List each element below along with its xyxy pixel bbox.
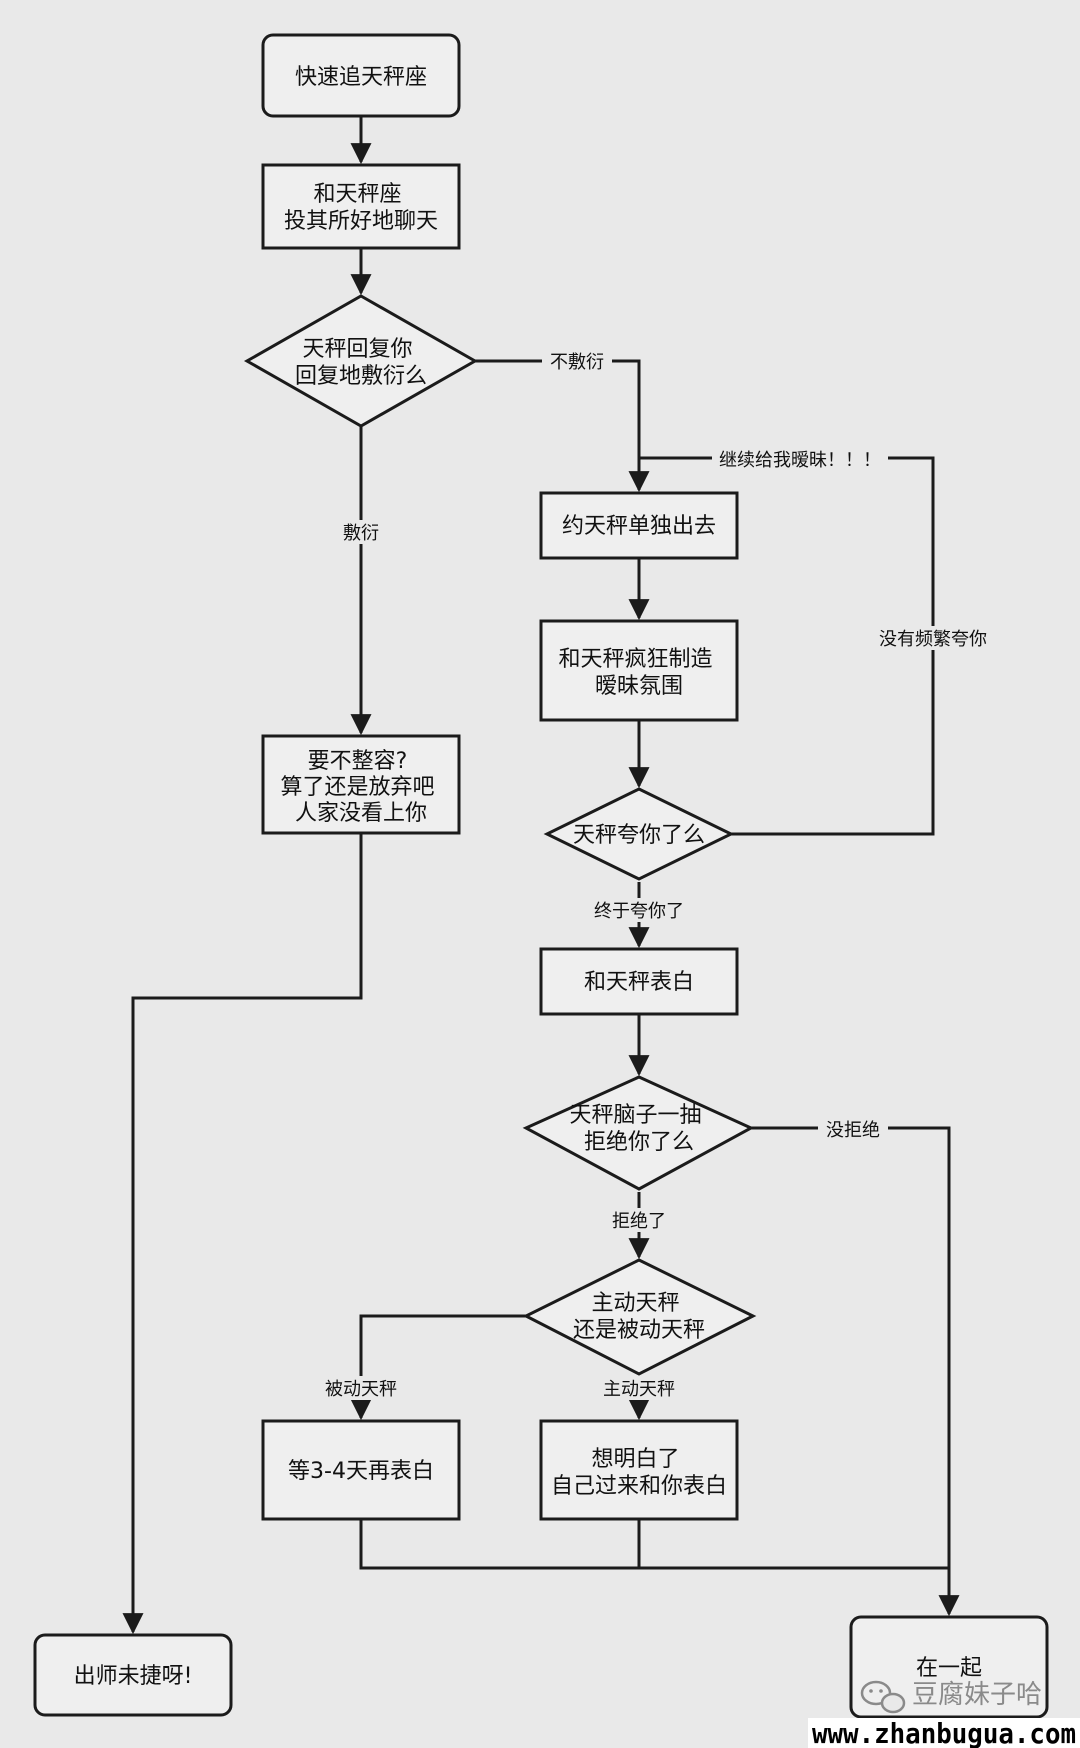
node-fail: 出师未捷呀! — [33, 1633, 233, 1717]
node-giveup-line-3: 人家没看上你 — [295, 801, 427, 826]
svg-text:约天秤单独出去: 约天秤单独出去 — [562, 514, 716, 539]
node-date-line-1: 约天秤单独出去 — [562, 514, 716, 539]
node-think-line-2: 自己过来和你表白 — [551, 1474, 727, 1499]
node-praise: 天秤夸你了么 — [543, 787, 735, 881]
node-type-line-2: 还是被动天秤 — [573, 1318, 705, 1343]
edge-labels: 不敷衍 敷衍 继续给我暧昧！！！ 没有频繁夸你 终于夸你了 没拒绝 拒绝了 被动… — [318, 349, 996, 1400]
node-reject-line-2: 拒绝你了么 — [584, 1130, 694, 1155]
node-reply-line-2: 回复地敷衍么 — [295, 364, 427, 389]
node-reply-line-1: 天秤回复你 — [302, 337, 412, 362]
node-together-line-1: 在一起 — [916, 1656, 982, 1681]
label-rejected: 拒绝了 — [612, 1211, 666, 1232]
svg-text:天秤夸你了么: 天秤夸你了么 — [573, 823, 705, 848]
svg-text:和天秤疯狂制造 暧昧氛围: 和天秤疯狂制造 暧昧氛围 — [558, 647, 719, 699]
edge-wait-together — [359, 1519, 949, 1570]
node-reject-line-1: 天秤脑子一抽 — [569, 1103, 701, 1128]
node-reject: 天秤脑子一抽 拒绝你了么 — [522, 1075, 755, 1191]
svg-text:要不整容? 算了还是放弃吧 人家没看: 要不整容? 算了还是放弃吧 人家没看上你 — [280, 749, 441, 826]
svg-text:和天秤表白: 和天秤表白 — [584, 970, 694, 995]
node-chat-line-1: 和天秤座 — [313, 182, 401, 207]
label-not-perfunctory: 不敷衍 — [550, 352, 604, 373]
node-wait-line-1: 等3-4天再表白 — [288, 1459, 434, 1484]
label-passive: 被动天秤 — [325, 1379, 397, 1400]
svg-text:出师未捷呀!: 出师未捷呀! — [74, 1664, 193, 1689]
node-giveup-line-2: 算了还是放弃吧 — [280, 775, 434, 800]
label-perfunctory: 敷衍 — [343, 523, 379, 544]
node-chat: 和天秤座 投其所好地聊天 — [261, 163, 461, 250]
node-giveup-line-1: 要不整容? — [308, 749, 408, 774]
watermark: 豆腐妹子哈 — [860, 1680, 1042, 1714]
svg-text:在一起: 在一起 — [916, 1656, 982, 1681]
label-no-praise: 没有频繁夸你 — [879, 629, 987, 650]
node-wait: 等3-4天再表白 — [261, 1419, 461, 1521]
node-start: 快速追天秤座 — [261, 33, 461, 118]
svg-text:快速追天秤座: 快速追天秤座 — [295, 65, 427, 90]
node-think: 想明白了 自己过来和你表白 — [539, 1419, 739, 1521]
node-confess: 和天秤表白 — [539, 947, 739, 1016]
node-type: 主动天秤 还是被动天秤 — [522, 1258, 757, 1376]
node-ambiguous-line-1: 和天秤疯狂制造 — [558, 647, 712, 672]
svg-text:天秤回复你 回复地敷衍么: 天秤回复你 回复地敷衍么 — [295, 337, 427, 389]
label-praised: 终于夸你了 — [594, 901, 684, 922]
label-not-rejected: 没拒绝 — [826, 1120, 880, 1141]
node-type-line-1: 主动天秤 — [591, 1291, 679, 1316]
connectors — [122, 116, 960, 1635]
node-chat-line-2: 投其所好地聊天 — [284, 209, 438, 234]
node-ambiguous-line-2: 暧昧氛围 — [595, 674, 683, 699]
node-think-line-1: 想明白了 — [591, 1447, 679, 1472]
node-reply: 天秤回复你 回复地敷衍么 — [243, 294, 479, 428]
svg-text:等3-4天再表白: 等3-4天再表白 — [288, 1459, 434, 1484]
node-fail-line-1: 出师未捷呀! — [74, 1664, 193, 1689]
svg-text:和天秤座 投其所好地聊天: 和天秤座 投其所好地聊天 — [284, 182, 438, 234]
edge-type-wait — [350, 1314, 526, 1421]
watermark-text: 豆腐妹子哈 — [912, 1680, 1042, 1710]
svg-text:天秤脑子一抽 拒绝你了么: 天秤脑子一抽 拒绝你了么 — [569, 1103, 708, 1155]
footer-url-bar: www.zhanbugua.com — [808, 1717, 1080, 1748]
edge-reply-date — [475, 359, 650, 493]
node-start-line-1: 快速追天秤座 — [295, 65, 427, 90]
node-giveup: 要不整容? 算了还是放弃吧 人家没看上你 — [261, 734, 461, 835]
edge-reject-together — [751, 1126, 960, 1617]
edge-giveup-fail — [122, 833, 363, 1635]
node-ambiguous: 和天秤疯狂制造 暧昧氛围 — [539, 619, 739, 722]
node-praise-line-1: 天秤夸你了么 — [573, 823, 705, 848]
wechat-icon — [860, 1680, 906, 1714]
footer-url: www.zhanbugua.com — [812, 1717, 1076, 1748]
node-date: 约天秤单独出去 — [539, 491, 739, 560]
label-active: 主动天秤 — [603, 1379, 675, 1400]
node-together: 在一起 — [849, 1615, 1049, 1719]
label-keep-flirting: 继续给我暧昧！！！ — [719, 450, 881, 471]
svg-text:主动天秤 还是被动天秤: 主动天秤 还是被动天秤 — [573, 1291, 705, 1343]
node-confess-line-1: 和天秤表白 — [584, 970, 694, 995]
svg-text:想明白了 自己过来和你表白: 想明白了 自己过来和你表白 — [551, 1447, 727, 1499]
